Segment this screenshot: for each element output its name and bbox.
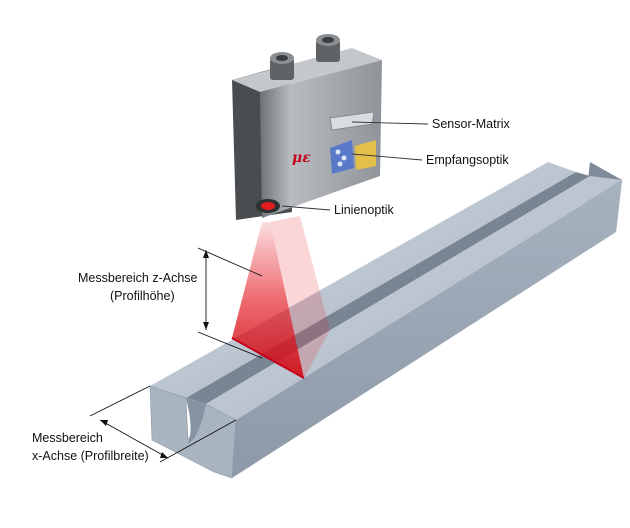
z-range-dimension (197, 247, 263, 359)
leader-sensor-matrix (351, 121, 429, 125)
sensor-top-face (232, 48, 382, 92)
leader-receiving-optics (351, 153, 423, 161)
sensor-front-face (260, 60, 382, 218)
laser-line-on-rail (231, 337, 305, 379)
label-sensor-matrix: Sensor-Matrix (432, 117, 510, 131)
x-range-dimension (89, 385, 237, 463)
laser-fan-side (270, 216, 330, 378)
connector-right (316, 34, 340, 62)
rail-top-right (206, 176, 622, 420)
label-x-range-1: Messbereich (32, 431, 103, 445)
label-x-range-2: x-Achse (Profilbreite) (32, 449, 149, 463)
label-z-range-1: Messbereich z-Achse (78, 271, 198, 285)
line-optics-lens (256, 199, 280, 213)
connector-left (270, 52, 294, 80)
sensor-matrix-window (329, 111, 375, 131)
rail-front-face (232, 180, 622, 478)
rail-groove-notch (186, 398, 206, 444)
leader-line-optics (281, 205, 331, 211)
label-receiving-optics: Empfangsoptik (426, 153, 509, 167)
laser-fan (232, 222, 304, 378)
brand-logo: με (292, 150, 311, 166)
label-z-range-2: (Profilhöhe) (110, 289, 175, 303)
sensor-housing: με (232, 34, 382, 220)
label-line-optics: Linienoptik (334, 203, 394, 217)
